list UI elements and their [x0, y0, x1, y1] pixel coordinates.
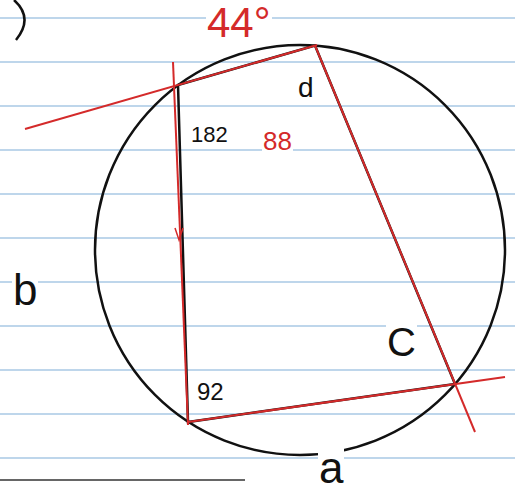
notebook-rules [0, 18, 515, 458]
inscribed-quadrilateral [178, 46, 455, 423]
red-construction-lines [25, 45, 505, 432]
circle [95, 45, 505, 455]
angle-measure: 182 [190, 124, 229, 146]
underline [0, 479, 245, 481]
vertex-label: d [297, 74, 315, 102]
margin-arc [14, 0, 25, 40]
angle-measure: 44° [206, 2, 272, 44]
vertex-label: C [386, 322, 417, 362]
angle-measure: 88 [262, 128, 293, 154]
side-label: a [318, 446, 344, 490]
side-label: b [12, 268, 38, 312]
angle-measure: 92 [196, 380, 225, 404]
direction-tick [175, 228, 183, 240]
